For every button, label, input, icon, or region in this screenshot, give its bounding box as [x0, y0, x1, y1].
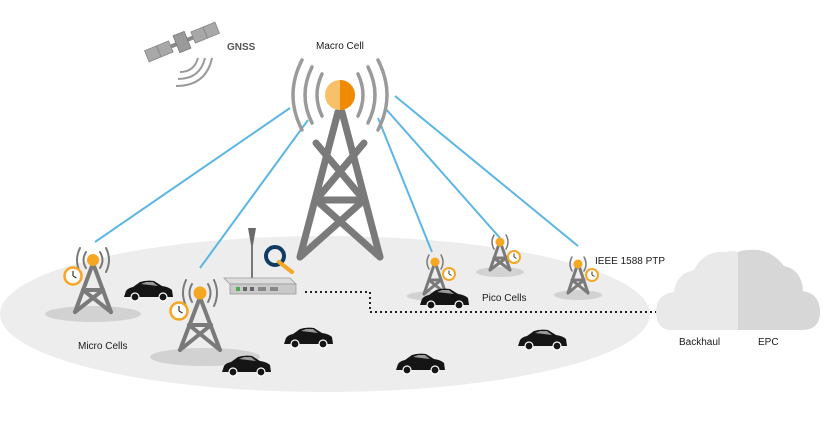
pico-tower-icon	[488, 234, 512, 272]
micro-cells-label: Micro Cells	[78, 341, 127, 352]
ptp-links	[94, 95, 579, 269]
cloud-icon	[656, 249, 820, 330]
ieee-ptp-label: IEEE 1588 PTP	[595, 256, 665, 267]
backhaul-link	[305, 291, 660, 313]
micro-tower-icon	[73, 247, 113, 314]
backhaul-label: Backhaul	[679, 337, 720, 348]
q-logo-icon	[264, 245, 294, 274]
clock-icon	[169, 301, 189, 321]
macro-tower-icon	[291, 58, 389, 261]
pico-cells-label: Pico Cells	[482, 293, 526, 304]
satellite-icon	[143, 21, 221, 63]
grandmaster-device-icon	[223, 228, 297, 295]
clock-icon	[442, 267, 456, 281]
satellite-signal-icon	[175, 57, 213, 87]
clock-icon	[585, 268, 599, 282]
macro-cell-label: Macro Cell	[316, 41, 364, 52]
epc-label: EPC	[758, 337, 779, 348]
micro-tower-icon	[178, 279, 222, 352]
gnss-label: GNSS	[227, 42, 256, 53]
clock-icon	[63, 266, 83, 286]
pico-tower-icon	[566, 256, 590, 295]
clock-icon	[507, 250, 521, 264]
